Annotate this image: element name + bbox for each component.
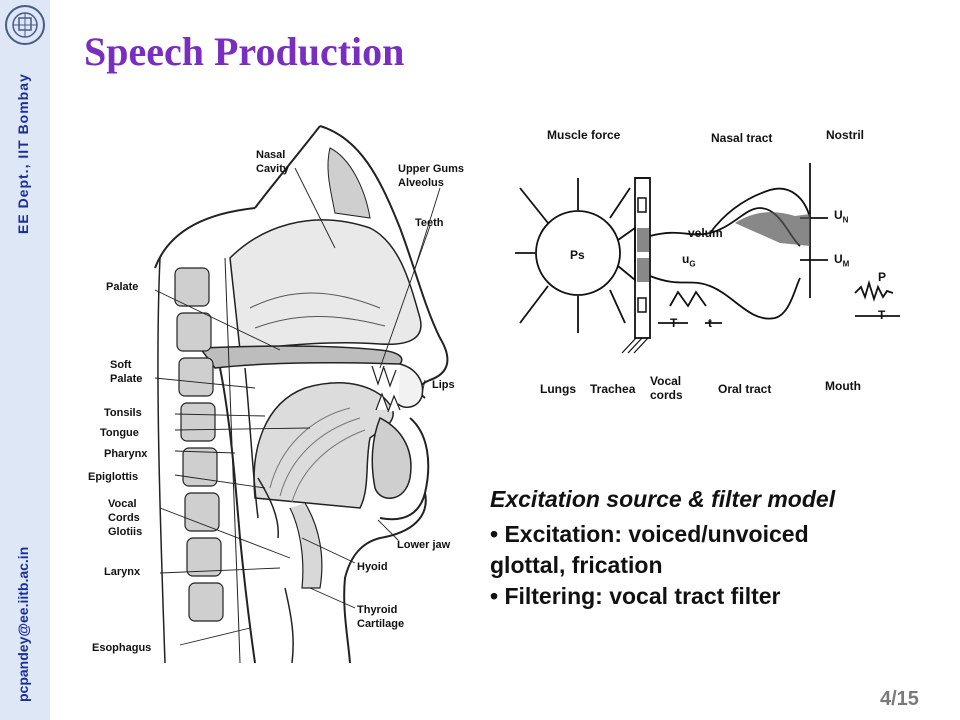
label-lungs: Lungs: [540, 382, 576, 396]
label-muscle-force: Muscle force: [547, 128, 621, 142]
label-esophagus: Esophagus: [92, 642, 152, 654]
label-tongue: Tongue: [100, 427, 139, 439]
label-pharynx: Pharynx: [104, 448, 148, 460]
iit-bombay-logo: [5, 5, 45, 45]
label-hyoid: Hyoid: [357, 561, 388, 573]
label-lower-jaw: Lower jaw: [397, 539, 451, 551]
label-ps: Ps: [570, 248, 585, 262]
label-p: P: [878, 270, 887, 284]
model-heading: Excitation source & filter model: [490, 486, 836, 512]
page-number: 4/15: [880, 688, 919, 710]
label-un: UN: [834, 208, 849, 225]
label-vocal-cords-model: Vocal cords: [650, 374, 683, 402]
label-palate: Palate: [106, 281, 139, 293]
filtering-line: • Filtering: vocal tract filter: [490, 583, 781, 609]
label-larynx: Larynx: [104, 566, 141, 578]
label-um: UM: [834, 252, 850, 269]
label-tonsils: Tonsils: [104, 407, 142, 419]
label-mouth: Mouth: [825, 379, 861, 393]
label-ug: uG: [682, 252, 696, 269]
excitation-line: • Excitation: voiced/unvoiced: [490, 521, 809, 547]
label-thyroid-cartilage: Thyroid Cartilage: [357, 604, 405, 630]
sidebar: EE Dept., IIT Bombay pcpandey@ee.iitb.ac…: [0, 0, 50, 720]
label-soft-palate: Soft Palate: [110, 359, 143, 385]
label-epiglottis: Epiglottis: [88, 471, 139, 483]
excitation-line-continued: glottal, frication: [490, 552, 663, 578]
email-label: pcpandey@ee.iitb.ac.in: [15, 546, 31, 702]
label-t-period: T: [670, 316, 678, 330]
label-teeth: Teeth: [415, 217, 444, 229]
department-label: EE Dept., IIT Bombay: [15, 73, 31, 234]
source-filter-model-diagram: [515, 163, 900, 354]
vocal-tract-anatomy-diagram: [154, 125, 449, 663]
label-nasal-tract: Nasal tract: [711, 131, 773, 145]
label-upper-gums: Upper Gums Alveolus: [398, 163, 465, 189]
label-trachea: Trachea: [590, 382, 636, 396]
label-t-right: T: [878, 308, 886, 322]
label-nostril: Nostril: [826, 128, 865, 142]
label-velum: velum: [688, 226, 723, 240]
label-lips: Lips: [432, 379, 455, 391]
label-vocal-cords: Vocal Cords Glotiis: [108, 498, 143, 538]
excitation-filter-text: Excitation source & filter model • Excit…: [490, 486, 930, 612]
label-oral-tract: Oral tract: [718, 382, 772, 396]
label-t-small: t: [708, 316, 712, 330]
slide-title: Speech Production: [84, 29, 405, 74]
label-nasal-cavity: Nasal Cavity: [256, 149, 290, 175]
